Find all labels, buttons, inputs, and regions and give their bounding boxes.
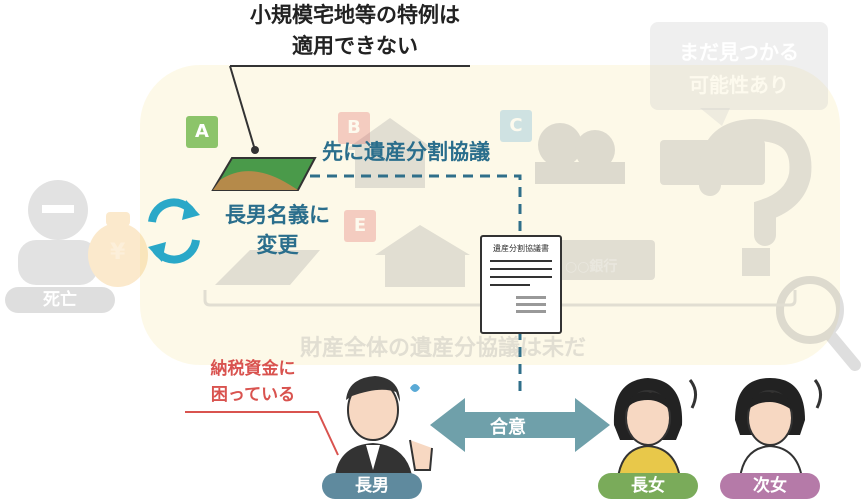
speech-bubble-line1: まだ見つかる	[679, 40, 799, 64]
tax-funds-note-line1: 納税資金に	[210, 359, 296, 379]
deceased-pill: 死亡	[5, 287, 115, 313]
eldest-daughter-icon	[613, 378, 697, 479]
agreement-arrow	[430, 398, 610, 452]
refresh-icon	[148, 198, 200, 264]
house-icon-b	[345, 118, 435, 188]
question-mark-icon	[698, 118, 812, 276]
deceased-person-icon	[18, 180, 98, 285]
land-parcel-grey-icon	[215, 250, 320, 285]
tax-funds-callout-line	[185, 411, 339, 456]
dashed-connector	[310, 174, 522, 395]
house-icon-e	[375, 225, 470, 287]
special-rule-note: 小規模宅地等の特例は 適用できない	[225, 0, 485, 62]
tax-funds-note-line2: 困っている	[210, 385, 296, 405]
bank-label: ○○銀行	[565, 259, 618, 275]
document-title: 遺産分割協議書	[493, 244, 549, 253]
rename-label: 長男名義に 変更	[210, 200, 345, 260]
magnifier-icon	[776, 276, 861, 371]
bankbook-icon	[660, 140, 765, 185]
undecided-estate-label: 財産全体の遺産分協議は未だ	[300, 336, 587, 361]
forest-icon	[535, 123, 625, 184]
eldest-son-icon	[335, 376, 433, 475]
callout-dot	[251, 146, 259, 154]
rename-label-line1: 長男名義に	[225, 203, 330, 227]
special-rule-note-line1: 小規模宅地等の特例は	[250, 3, 460, 27]
special-rule-note-line2: 適用できない	[292, 34, 418, 58]
speech-bubble-tail	[700, 108, 730, 126]
split-agreement-document: 遺産分割協議書	[480, 235, 562, 334]
yen-symbol: ¥	[110, 240, 126, 265]
tax-funds-note: 納税資金に 困っている	[188, 356, 318, 408]
eldest-daughter-pill: 長女	[598, 473, 698, 499]
eldest-son-pill: 長男	[322, 473, 422, 499]
tag-a: A	[186, 116, 218, 148]
tag-e: E	[344, 210, 376, 242]
money-bag-icon	[88, 212, 148, 287]
agreement-label: 合意	[490, 417, 526, 438]
second-daughter-pill: 次女	[720, 473, 820, 499]
speech-bubble: まだ見つかる 可能性あり	[650, 22, 828, 110]
tag-b: B	[338, 112, 370, 144]
rename-label-line2: 変更	[256, 233, 299, 257]
land-parcel-a-icon	[211, 157, 317, 191]
tag-c: C	[500, 110, 532, 142]
second-daughter-icon	[735, 378, 822, 479]
bankbook-bottom-icon	[555, 240, 655, 280]
split-agreement-first-label: 先に遺産分割協議	[322, 140, 490, 164]
speech-bubble-line2: 可能性あり	[689, 73, 789, 97]
callout-line	[229, 65, 470, 151]
